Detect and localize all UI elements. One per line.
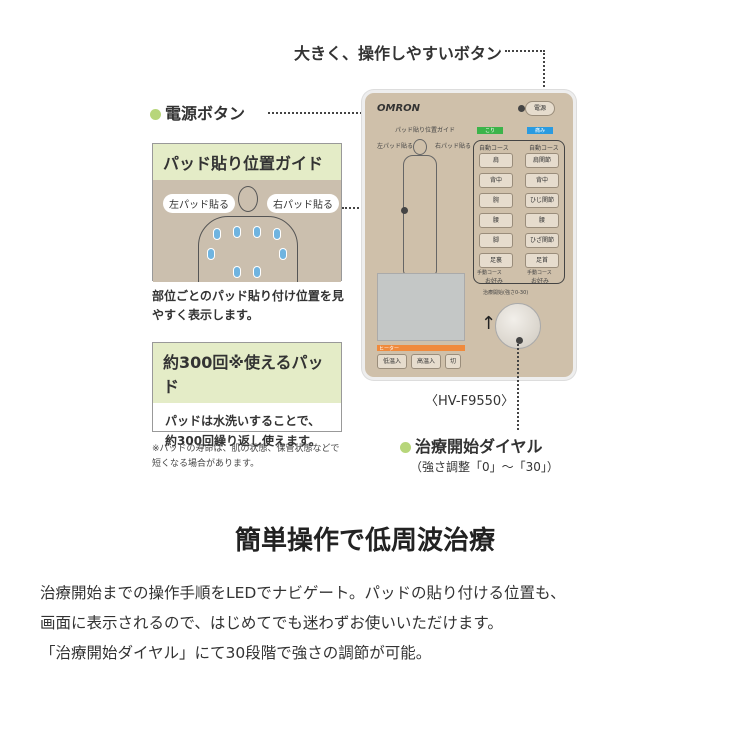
heater-off-button[interactable]: 切 [445, 354, 461, 369]
pad-guide-caption: 部位ごとのパッド貼り付け位置を見やすく表示します。 [152, 289, 344, 322]
callout-dial-sub: （強さ調整「0」～「30」） [410, 460, 559, 474]
body-figure [413, 139, 427, 155]
body-figure [403, 155, 437, 275]
rotate-arrow-icon: ↑ [481, 313, 497, 334]
pad-guide-illustration: 左パッド貼る 右パッド貼る [153, 180, 341, 282]
course-button-panel [473, 140, 565, 284]
para-line: 治療開始までの操作手順をLEDでナビゲート。パッドの貼り付ける位置も、 [40, 584, 566, 602]
course-button[interactable]: 背中 [479, 173, 513, 188]
course-button[interactable]: 肩関節 [525, 153, 559, 168]
mode-kori-indicator: こり [477, 127, 503, 134]
heater-high-button[interactable]: 高温入 [411, 354, 441, 369]
callout-text: 治療開始ダイヤル [415, 437, 543, 456]
callout-text: 電源ボタン [165, 104, 246, 123]
left-pad-label: 左パッド貼る [163, 194, 235, 213]
leader-line [543, 50, 545, 110]
pad-300-line1: パッドは水洗いすることで、 [165, 414, 321, 428]
pad-guide-title: パッド貼り位置ガイド [153, 144, 341, 180]
course-button[interactable]: 腕 [479, 193, 513, 208]
course-button[interactable]: 脚 [479, 233, 513, 248]
course-button[interactable]: ひじ関節 [525, 193, 559, 208]
pad-300-line2: 約300回繰り返し使えます。 [165, 434, 321, 448]
course-button[interactable]: 腰 [479, 213, 513, 228]
dial-label: 治療開始(強さ0-30) [483, 290, 529, 296]
manual-course-right: 手動コース [527, 270, 552, 276]
callout-dial: 治療開始ダイヤル [400, 433, 543, 457]
para-line: 画面に表示されるので、はじめてでも迷わずお使いいただけます。 [40, 614, 503, 632]
mode-itami-indicator: 痛み [527, 127, 553, 134]
course-button[interactable]: 足裏 [479, 253, 513, 268]
device-image: OMRON 電源 パッド貼り位置ガイド 左パッド貼る 右パッド貼る こり 痛み … [362, 90, 576, 380]
lcd-display [377, 273, 465, 341]
heater-low-button[interactable]: 低温入 [377, 354, 407, 369]
course-button[interactable]: ひざ関節 [525, 233, 559, 248]
device-right-pad: 右パッド貼る [435, 143, 472, 150]
device-left-pad: 左パッド貼る [377, 143, 414, 150]
leader-dot [518, 105, 525, 112]
course-button[interactable]: 背中 [525, 173, 559, 188]
device-guide-label: パッド貼り位置ガイド [395, 127, 456, 134]
main-heading: 簡単操作で低周波治療 [234, 526, 495, 556]
auto-course-left: 自動コース [479, 145, 509, 152]
leader-dot [516, 337, 523, 344]
pad-guide-box: パッド貼り位置ガイド 左パッド貼る 右パッド貼る [152, 143, 342, 282]
leader-dot [401, 207, 408, 214]
pad-life-note: ※パッドの寿命は、肌の状態、保管状態などで短くなる場合があります。 [152, 444, 340, 469]
course-button[interactable]: 肩 [479, 153, 513, 168]
callout-easy-buttons: 大きく、操作しやすいボタン [294, 44, 502, 63]
power-button[interactable]: 電源 [525, 101, 555, 116]
course-button[interactable]: 足首 [525, 253, 559, 268]
leader-line [517, 340, 519, 430]
para-line: 「治療開始ダイヤル」にて30段階で強さの調節が可能。 [40, 644, 432, 662]
pad-300-box: 約300回※使えるパッド パッドは水洗いすることで、 約300回繰り返し使えます… [152, 342, 342, 448]
head-outline [238, 186, 258, 212]
bullet-icon [400, 442, 411, 453]
torso-outline [198, 216, 298, 282]
course-button[interactable]: 腰 [525, 213, 559, 228]
bullet-icon [150, 109, 161, 120]
leader-line [505, 50, 545, 52]
model-number: 〈HV-F9550〉 [425, 394, 515, 409]
right-pad-label: 右パッド貼る [267, 194, 339, 213]
manual-course-left: 手動コース [477, 270, 502, 276]
heater-label: ヒーター [377, 345, 465, 352]
main-paragraph: 治療開始までの操作手順をLEDでナビゲート。パッドの貼り付ける位置も、 画面に表… [40, 578, 566, 668]
brand-logo: OMRON [377, 103, 421, 114]
favorite-right-button[interactable]: お好み [531, 278, 550, 285]
callout-power-button: 電源ボタン [150, 100, 245, 124]
auto-course-right: 自動コース [529, 145, 559, 152]
favorite-left-button[interactable]: お好み [485, 278, 504, 285]
pad-300-title: 約300回※使えるパッド [153, 343, 341, 403]
